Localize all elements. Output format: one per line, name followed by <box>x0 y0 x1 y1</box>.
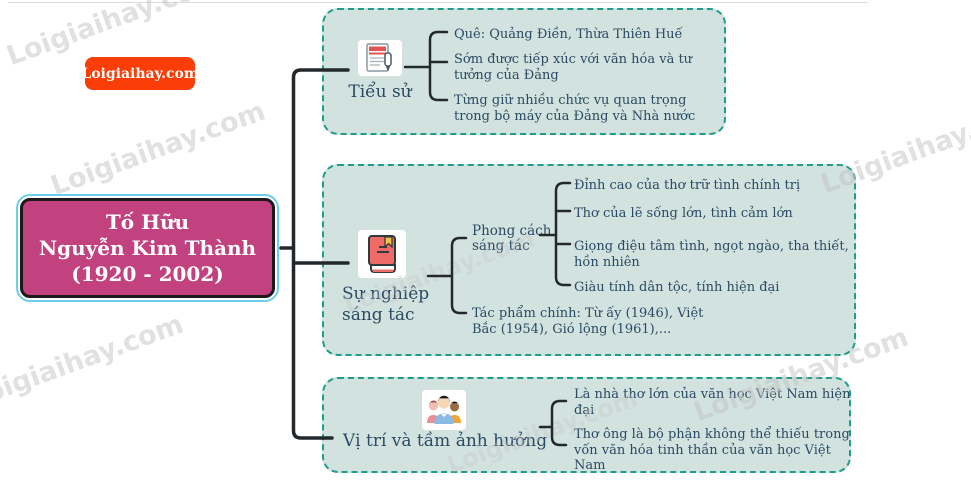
brace-su-nghiep <box>426 236 468 315</box>
branch-item[interactable]: Thơ ông là bộ phận không thể thiếu trong… <box>574 427 850 473</box>
branch-item[interactable]: Tác phẩm chính: Từ ấy (1946), Việt Bắc (… <box>472 306 704 337</box>
branch-item[interactable]: Đỉnh cao của thơ trữ tình chính trị <box>574 178 801 193</box>
root-subtitle: Nguyễn Kim Thành <box>38 236 257 260</box>
root-node-body: Tố Hữu Nguyễn Kim Thành (1920 - 2002) <box>20 198 275 298</box>
root-years: (1920 - 2002) <box>71 262 224 286</box>
branch-title: Tiểu sử <box>348 82 412 102</box>
loigiaihay-badge: Loigiaihay.com <box>81 57 199 90</box>
branch-item[interactable]: Sớm được tiếp xúc với văn hóa và tư tưởn… <box>454 52 693 83</box>
brace-vi-tri <box>538 399 568 447</box>
top-divider <box>8 2 868 3</box>
main-branch-connector <box>279 68 350 440</box>
root-node[interactable]: Tố Hữu Nguyễn Kim Thành (1920 - 2002) <box>16 194 279 302</box>
branch-title: Vị trí và tầm ảnh hưởng <box>342 431 548 451</box>
branch-item[interactable]: Thơ của lẽ sống lớn, tình cảm lớn <box>574 206 793 221</box>
notepad-icon <box>358 40 402 76</box>
branch-item[interactable]: Từng giữ nhiều chức vụ quan trọng trong … <box>454 93 696 124</box>
branch-node-tieu-su[interactable]: Tiểu sử Quê: Quảng Điền, Thừa Thiên Huế … <box>322 8 726 135</box>
branch-node-su-nghiep[interactable]: Sự nghiệp sáng tác Phong cách sáng tác Đ… <box>322 164 856 356</box>
branch-item[interactable]: Giọng điệu tâm tình, ngọt ngào, tha thiế… <box>574 239 849 270</box>
people-icon <box>422 390 466 430</box>
branch-item[interactable]: Là nhà thơ lớn của văn học Việt Nam hiện… <box>574 387 851 418</box>
brace-tieu-su <box>403 30 449 102</box>
brace-phong-cach <box>538 181 572 287</box>
badge-label: Loigiaihay.com <box>81 65 199 82</box>
branch-item[interactable]: Quê: Quảng Điền, Thừa Thiên Huế <box>454 27 683 42</box>
book-icon <box>358 230 406 278</box>
branch-title: Sự nghiệp sáng tác <box>342 284 430 325</box>
branch-node-vi-tri[interactable]: Vị trí và tầm ảnh hưởng Là nhà thơ lớn c… <box>322 377 851 473</box>
root-title: Tố Hữu <box>105 210 190 234</box>
branch-item[interactable]: Giàu tính dân tộc, tính hiện đại <box>574 280 780 295</box>
subtopic-label[interactable]: Phong cách sáng tác <box>472 223 552 254</box>
